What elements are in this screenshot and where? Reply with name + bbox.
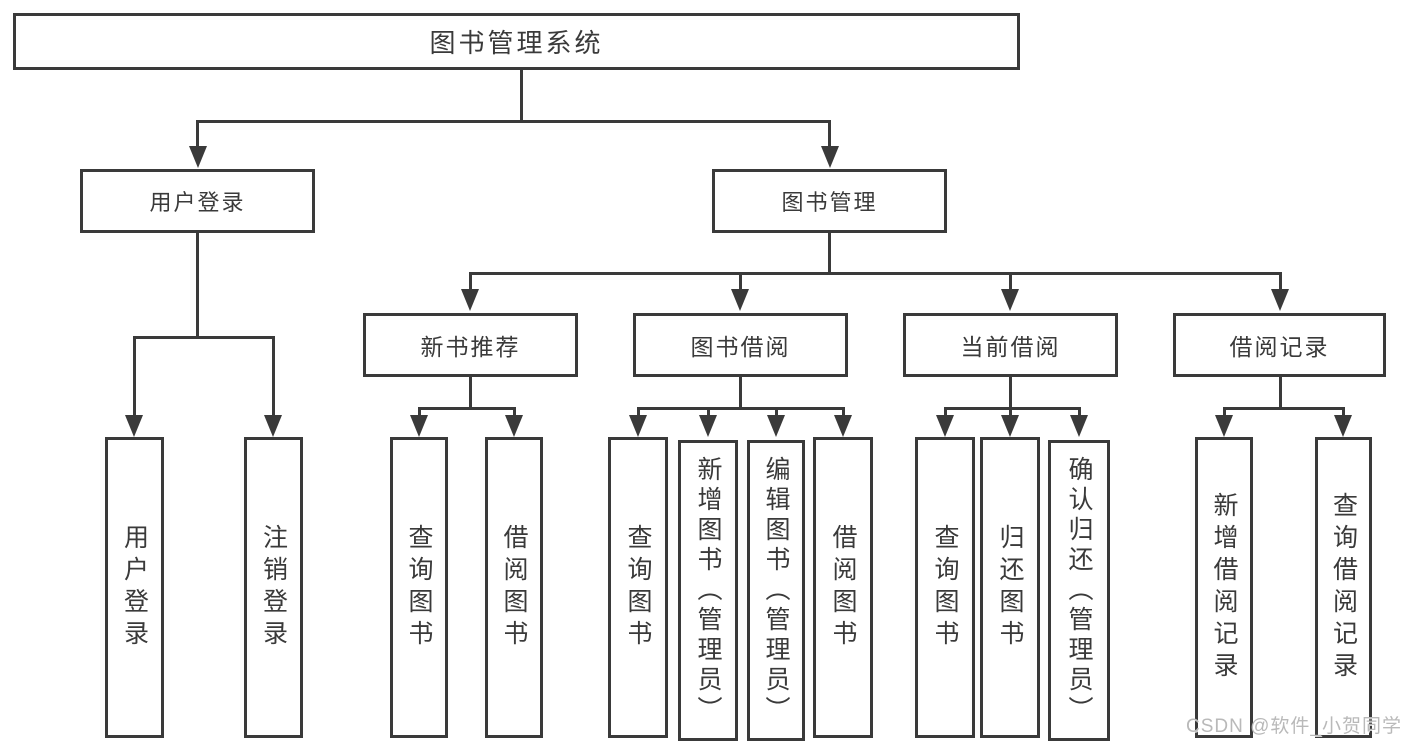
arrowhead-down-icon [410,415,428,437]
connector-line [418,407,516,410]
connector-line [1009,407,1012,419]
connector-line [1223,407,1226,419]
arrowhead-down-icon [125,415,143,437]
connector-line [944,407,947,419]
node-label: 注销登录 [259,523,288,652]
connector-line [1009,377,1012,409]
connector-line [133,336,136,417]
leaf-query-borrow-record: 查询借阅记录 [1315,437,1372,738]
arrowhead-down-icon [264,415,282,437]
node-borrow-records: 借阅记录 [1173,313,1386,377]
connector-line [739,272,742,291]
node-book-borrow: 图书借阅 [633,313,848,377]
node-label: 新增借阅记录 [1210,491,1238,684]
node-label: 查询图书 [624,523,652,652]
connector-line [842,407,845,419]
leaf-edit-book-admin: 编辑图书（管理员） [747,440,805,741]
connector-line [1279,272,1282,291]
arrowhead-down-icon [936,415,954,437]
connector-line [828,233,831,275]
node-label: 编辑图书（管理员） [762,455,790,726]
leaf-query-books-borrow: 查询图书 [608,437,668,738]
connector-line [469,377,472,409]
node-label: 图书借阅 [690,334,791,360]
leaf-return-book: 归还图书 [980,437,1040,738]
node-new-book-recommend: 新书推荐 [363,313,578,377]
leaf-borrow-books-recommend: 借阅图书 [485,437,543,738]
arrowhead-down-icon [1334,415,1352,437]
node-label: 确认归还（管理员） [1065,455,1093,726]
arrowhead-down-icon [461,289,479,311]
leaf-logout: 注销登录 [244,437,303,738]
arrowhead-down-icon [767,415,785,437]
connector-line [1009,272,1012,291]
node-label: 图书管理 [781,190,878,215]
arrowhead-down-icon [1070,415,1088,437]
arrowhead-down-icon [731,289,749,311]
connector-line [944,407,1081,410]
node-label: 借阅图书 [829,523,857,652]
arrowhead-down-icon [1001,415,1019,437]
node-book-management: 图书管理 [712,169,947,233]
arrowhead-down-icon [1001,289,1019,311]
connector-line [1342,407,1345,419]
leaf-confirm-return-admin: 确认归还（管理员） [1048,440,1110,741]
leaf-query-books-current: 查询图书 [915,437,975,738]
node-label: 新书推荐 [420,334,521,360]
node-current-borrow: 当前借阅 [903,313,1118,377]
connector-line [739,377,742,409]
leaf-borrow-books: 借阅图书 [813,437,873,738]
node-label: 查询借阅记录 [1329,491,1358,684]
connector-line [637,407,845,410]
node-user-login: 用户登录 [80,169,315,233]
connector-line [1078,407,1081,419]
arrowhead-down-icon [189,146,207,168]
node-root: 图书管理系统 [13,13,1020,70]
connector-line [1223,407,1345,410]
node-label: 查询图书 [405,523,433,652]
connector-line [469,272,1282,275]
connector-line [196,120,831,123]
connector-line [196,233,199,336]
node-label: 借阅记录 [1229,334,1330,360]
leaf-add-book-admin: 新增图书（管理员） [678,440,738,741]
connector-line [637,407,640,419]
arrowhead-down-icon [821,146,839,168]
leaf-query-books-recommend: 查询图书 [390,437,448,738]
connector-line [707,407,710,419]
arrowhead-down-icon [699,415,717,437]
arrowhead-down-icon [1271,289,1289,311]
connector-line [272,336,275,417]
watermark: CSDN @软件_小贺同学 [1186,716,1402,737]
arrowhead-down-icon [505,415,523,437]
connector-line [469,272,472,291]
arrowhead-down-icon [629,415,647,437]
node-label: 归还图书 [996,523,1024,652]
connector-line [775,407,778,419]
node-label: 用户登录 [149,190,246,215]
node-label: 新增图书（管理员） [694,455,722,726]
connector-line [828,120,831,148]
node-label: 查询图书 [931,523,959,652]
node-label: 当前借阅 [960,334,1061,360]
node-label: 图书管理系统 [429,28,604,58]
connector-line [418,407,421,419]
leaf-add-borrow-record: 新增借阅记录 [1195,437,1253,738]
connector-line [520,70,523,120]
arrowhead-down-icon [834,415,852,437]
node-label: 用户登录 [120,523,149,652]
arrowhead-down-icon [1215,415,1233,437]
leaf-user-login: 用户登录 [105,437,164,738]
connector-line [513,407,516,419]
node-label: 借阅图书 [500,523,528,652]
connector-line [1279,377,1282,409]
connector-line [133,336,275,339]
connector-line [196,120,199,148]
